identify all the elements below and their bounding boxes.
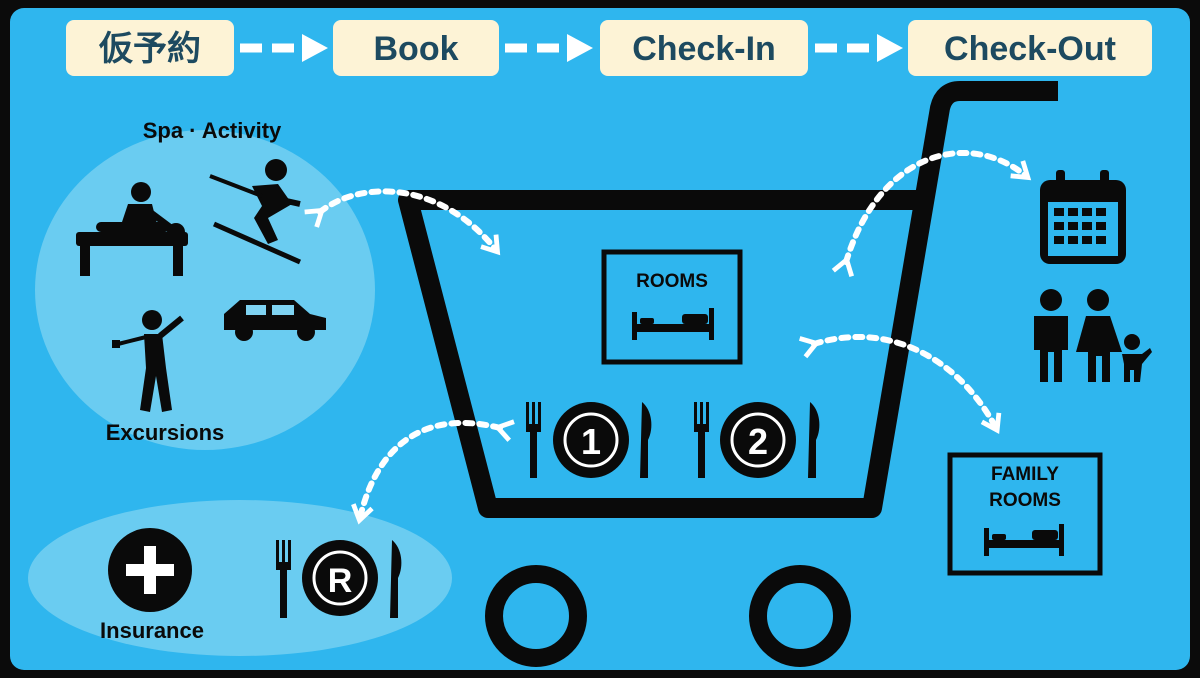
rooms-label: ROOMS [636, 271, 708, 292]
knife-icon [390, 540, 402, 618]
bed-icon [984, 524, 1064, 556]
connection-arrows [304, 150, 1032, 525]
arrow-activity-to-cart [304, 188, 501, 256]
step-connector [815, 34, 903, 62]
meal-2-label: 2 [748, 421, 768, 462]
knife-icon [808, 402, 820, 478]
fork-icon [276, 540, 291, 618]
plus-circle-icon [108, 528, 192, 612]
car-icon [224, 300, 326, 341]
meal-1-label: 1 [581, 421, 601, 462]
step-check-in: Check-In [600, 20, 808, 76]
family-rooms-label-line1: FAMILY [991, 464, 1059, 485]
meal-plan-1: 1 [526, 402, 652, 478]
step-label: Check-In [632, 30, 776, 68]
family-rooms-item: FAMILY ROOMS [947, 452, 1103, 576]
rooms-item: ROOMS [601, 249, 743, 365]
arrow-meal-to-insurance [351, 419, 515, 525]
insurance-cluster: Insurance R [28, 500, 452, 656]
step-label: Check-Out [944, 30, 1116, 68]
step-flow: 仮予約 Book Check-In Check-Out [66, 20, 1152, 76]
family-icon [1034, 289, 1152, 382]
restaurant-label: R [328, 562, 353, 600]
excursions-label: Excursions [106, 420, 225, 445]
calendar-icon [1040, 170, 1126, 264]
golfer-icon [112, 310, 184, 412]
family-rooms-label-line2: ROOMS [989, 490, 1061, 511]
step-book: Book [333, 20, 499, 76]
restaurant-meal-icon: R [276, 540, 402, 618]
knife-icon [640, 402, 652, 478]
arrow-cart-to-calendar [831, 150, 1032, 277]
skier-icon [209, 159, 302, 265]
fork-icon [694, 402, 709, 478]
bed-icon [632, 308, 714, 340]
spa-activity-label: Spa · Activity [143, 118, 282, 143]
insurance-label: Insurance [100, 618, 204, 643]
meal-plan-2: 2 [694, 402, 820, 478]
step-label: 仮予約 [98, 30, 201, 68]
fork-icon [526, 402, 541, 478]
step-check-out: Check-Out [908, 20, 1152, 76]
step-label: Book [374, 30, 459, 68]
massage-icon [76, 182, 188, 276]
activity-cluster: Spa · Activity Excursions [35, 118, 375, 450]
arrow-cart-to-family [799, 334, 1002, 434]
step-connector [240, 34, 328, 62]
step-connector [505, 34, 593, 62]
step-tentative-booking: 仮予約 [66, 20, 234, 76]
